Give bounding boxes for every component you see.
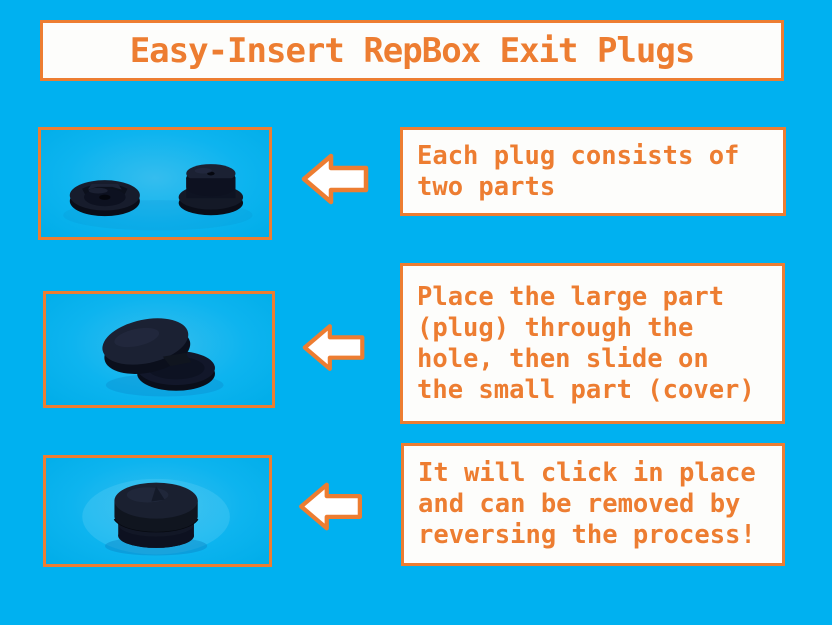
step-1-caption: Each plug consists of two parts bbox=[417, 140, 740, 202]
cover-part bbox=[69, 180, 140, 217]
assembled-plug bbox=[113, 482, 199, 548]
step-1-caption-box: Each plug consists of two parts bbox=[400, 127, 786, 216]
plug-partially-assembled-photo bbox=[43, 291, 275, 408]
plug-partially-assembled-illustration bbox=[102, 318, 224, 397]
step-3-caption-box: It will click in place and can be remove… bbox=[401, 443, 785, 566]
title-banner: Easy-Insert RepBox Exit Plugs bbox=[40, 20, 784, 81]
page-title: Easy-Insert RepBox Exit Plugs bbox=[129, 30, 696, 71]
step-2-caption: Place the large part (plug) through the … bbox=[417, 281, 755, 405]
plug-part bbox=[178, 164, 244, 216]
plug-assembled-photo bbox=[43, 455, 272, 567]
step-2-caption-box: Place the large part (plug) through the … bbox=[400, 263, 785, 424]
left-arrow-icon bbox=[302, 321, 366, 374]
plug-assembled-illustration bbox=[82, 478, 230, 556]
left-arrow-icon bbox=[301, 151, 370, 207]
left-arrow-icon bbox=[296, 480, 366, 533]
plug-two-parts-illustration bbox=[63, 164, 253, 231]
step-3-caption: It will click in place and can be remove… bbox=[418, 458, 756, 550]
plug-two-parts-photo bbox=[38, 127, 272, 240]
